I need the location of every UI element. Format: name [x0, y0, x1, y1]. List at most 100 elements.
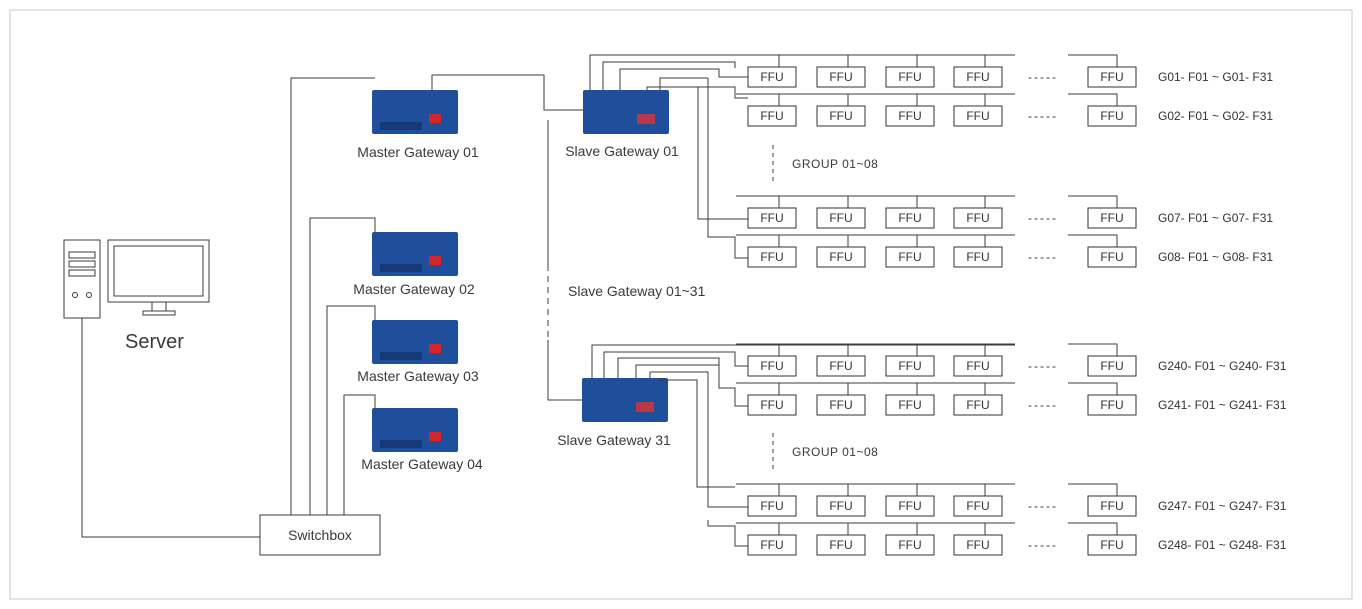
ffu-label: FFU [760, 109, 783, 123]
ffu-label: FFU [829, 398, 852, 412]
ffu-box [885, 394, 935, 416]
ffu-box [953, 355, 1003, 377]
master-gateway-01-device [372, 90, 458, 134]
ffu-label: FFU [966, 398, 989, 412]
ffu-box [953, 66, 1003, 88]
ffu-box [747, 394, 797, 416]
ffu-label: FFU [760, 211, 783, 225]
ffu-box [885, 105, 935, 127]
ffu-box [816, 246, 866, 268]
ffu-label: FFU [966, 499, 989, 513]
ffu-box [885, 246, 935, 268]
ffu-box [1087, 355, 1137, 377]
ffu-box [953, 246, 1003, 268]
ffu-label: FFU [898, 211, 921, 225]
ffu-label: FFU [760, 70, 783, 84]
server-label: Server [125, 331, 184, 353]
ffu-box [816, 66, 866, 88]
ffu-label: FFU [1100, 398, 1123, 412]
group-range-label-top: GROUP 01~08 [792, 157, 878, 171]
ffu-label: FFU [829, 70, 852, 84]
ffu-box [816, 495, 866, 517]
ffu-box [1087, 495, 1137, 517]
ffu-box [953, 207, 1003, 229]
ffu-label: FFU [829, 250, 852, 264]
ffu-box [1087, 207, 1137, 229]
ffu-box [747, 534, 797, 556]
ffu-gap-dashes: ----- [1028, 109, 1058, 123]
slave-gateway-01-device [583, 90, 669, 134]
ffu-label: FFU [760, 499, 783, 513]
server-computer-icon [63, 239, 210, 319]
ffu-bus-line-end [1068, 522, 1118, 535]
ffu-row-label: G247- F01 ~ G247- F31 [1158, 499, 1287, 513]
ffu-label: FFU [760, 250, 783, 264]
ffu-box [747, 355, 797, 377]
ffu-gap-dashes: ----- [1028, 70, 1058, 84]
master-gateway-03-device [372, 320, 458, 364]
ffu-label: FFU [1100, 70, 1123, 84]
ffu-gap-dashes: ----- [1028, 538, 1058, 552]
ffu-label: FFU [898, 359, 921, 373]
ffu-box [816, 105, 866, 127]
ffu-label: FFU [1100, 538, 1123, 552]
group-range-label-bottom: GROUP 01~08 [792, 445, 878, 459]
ffu-bus-line-end [1068, 93, 1118, 106]
ffu-box [747, 495, 797, 517]
ffu-bus-line-end [1068, 483, 1118, 496]
ffu-box [816, 534, 866, 556]
server-switch-link [81, 318, 260, 538]
ffu-label: FFU [829, 359, 852, 373]
ffu-row-label: G240- F01 ~ G240- F31 [1158, 359, 1287, 373]
ffu-box [953, 534, 1003, 556]
master-gateway-02-label: Master Gateway 02 [353, 281, 475, 297]
ffu-box [885, 495, 935, 517]
master-gateway-04-device [372, 408, 458, 452]
ffu-box [953, 495, 1003, 517]
ffu-box [816, 207, 866, 229]
ffu-label: FFU [1100, 359, 1123, 373]
ffu-row-label: G07- F01 ~ G07- F31 [1158, 211, 1273, 225]
ffu-row-label: G241- F01 ~ G241- F31 [1158, 398, 1287, 412]
ffu-label: FFU [898, 538, 921, 552]
ffu-label: FFU [898, 109, 921, 123]
ffu-label: FFU [966, 359, 989, 373]
ffu-box [1087, 105, 1137, 127]
ffu-label: FFU [1100, 250, 1123, 264]
ffu-bus-line-end [1068, 382, 1118, 395]
ffu-bus-line-end [1068, 343, 1118, 356]
ffu-box [1087, 394, 1137, 416]
ffu-box [885, 66, 935, 88]
ffu-bus-line-end [1068, 54, 1118, 67]
ffu-label: FFU [1100, 499, 1123, 513]
slave-gateway-31-label: Slave Gateway 31 [557, 432, 671, 448]
ffu-box [1087, 66, 1137, 88]
ffu-label: FFU [966, 250, 989, 264]
ffu-box [885, 534, 935, 556]
ffu-gap-dashes: ----- [1028, 499, 1058, 513]
ffu-label: FFU [966, 70, 989, 84]
ffu-gap-dashes: ----- [1028, 250, 1058, 264]
ffu-label: FFU [966, 211, 989, 225]
ffu-box [953, 394, 1003, 416]
ffu-row-label: G08- F01 ~ G08- F31 [1158, 250, 1273, 264]
ffu-label: FFU [829, 538, 852, 552]
ffu-label: FFU [898, 70, 921, 84]
ffu-bus-line-end [1068, 195, 1118, 208]
master-slave-links [431, 74, 583, 401]
ffu-box [1087, 534, 1137, 556]
ffu-box [953, 105, 1003, 127]
master-gateway-01-label: Master Gateway 01 [357, 144, 479, 160]
slave-gateway-01-label: Slave Gateway 01 [565, 143, 679, 159]
diagram-frame [9, 9, 1353, 600]
ffu-label: FFU [966, 538, 989, 552]
